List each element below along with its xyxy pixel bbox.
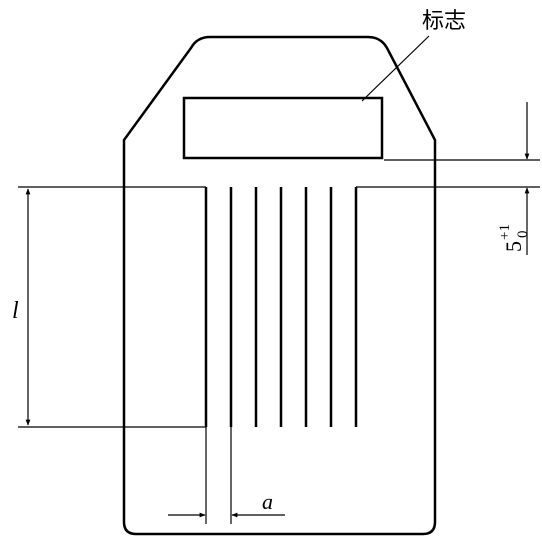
- marker-rectangle: [182, 96, 384, 160]
- offset-base: 5: [501, 241, 526, 252]
- marker-leader-line: [361, 35, 430, 102]
- offset-upper-tolerance: +1: [497, 224, 513, 240]
- offset-dimension-label: 5 +1 0: [497, 224, 531, 252]
- marker-label: 标志: [422, 9, 466, 34]
- offset-lower-tolerance: 0: [515, 231, 531, 239]
- slot-strips: [204, 187, 358, 427]
- length-label: l: [12, 298, 19, 324]
- card-outline: [122, 35, 437, 536]
- spacing-label: a: [262, 489, 273, 514]
